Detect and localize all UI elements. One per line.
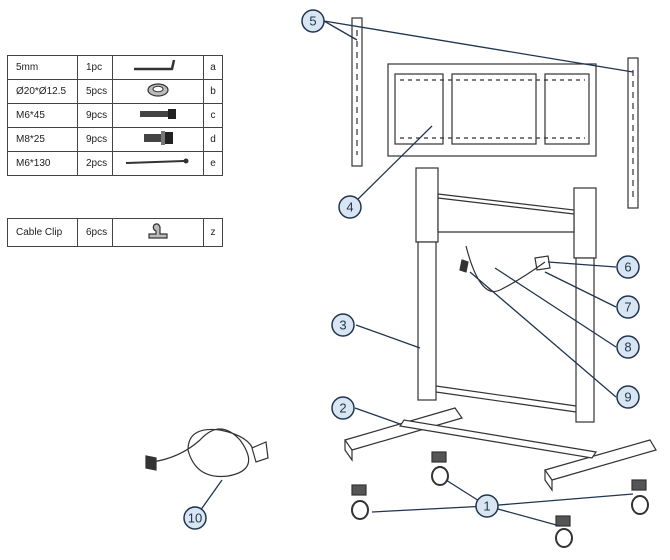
- callout-markers: 1 2 3 4 5 6 7 8 9 10: [183, 9, 640, 530]
- callout-label: 7: [624, 300, 631, 315]
- callout-label: 2: [339, 401, 346, 416]
- callout-label: 4: [346, 200, 353, 215]
- callout-label: 10: [188, 511, 202, 526]
- table-row: M6*45 9pcs c: [7, 103, 223, 128]
- callout-7: 7: [616, 295, 640, 319]
- long-screw-icon: [125, 158, 189, 164]
- part-size: M6*130: [7, 151, 78, 176]
- caster-wheels: [351, 451, 649, 548]
- callout-label: 9: [624, 390, 631, 405]
- callout-5: 5: [301, 9, 325, 33]
- callout-label: 5: [309, 14, 316, 29]
- table-row: M8*25 9pcs d: [7, 127, 223, 152]
- callout-9: 9: [616, 385, 640, 409]
- part-qty: 6pcs: [77, 218, 113, 247]
- parts-table: 5mm 1pc a Ø20*Ø12.5 5pcs b M6*45 9pcs c …: [7, 55, 223, 176]
- base-frame: [344, 407, 657, 492]
- part-code: z: [203, 218, 223, 247]
- bolt-icon: [140, 109, 176, 119]
- part-size: Cable Clip: [7, 218, 78, 247]
- part-qty: 5pcs: [77, 79, 113, 104]
- callout-label: 8: [624, 340, 631, 355]
- callout-4: 4: [338, 195, 362, 219]
- callout-10: 10: [183, 506, 207, 530]
- callout-label: 1: [483, 499, 490, 514]
- leader-lines: [194, 20, 634, 527]
- callout-6: 6: [616, 255, 640, 279]
- part-size: M6*45: [7, 103, 78, 128]
- callout-2: 2: [331, 396, 355, 420]
- column-frame: [415, 167, 597, 423]
- vesa-mount-plate: [387, 63, 597, 157]
- cable-clip-icon: [148, 223, 168, 239]
- cable-clip-table: Cable Clip 6pcs z: [7, 218, 223, 247]
- upright-bracket-right: [627, 57, 639, 209]
- washer-icon: [147, 83, 169, 97]
- part-code: d: [203, 127, 223, 152]
- callout-label: 6: [624, 260, 631, 275]
- allen-key-icon: [134, 59, 176, 71]
- part-size: Ø20*Ø12.5: [7, 79, 78, 104]
- bolt-washer-icon: [144, 131, 173, 145]
- callout-label: 3: [339, 318, 346, 333]
- table-row: Cable Clip 6pcs z: [7, 218, 223, 247]
- callout-1: 1: [475, 494, 499, 518]
- callout-8: 8: [616, 335, 640, 359]
- power-cord: [145, 428, 269, 478]
- table-row: M6*130 2pcs e: [7, 151, 223, 176]
- upright-bracket-left: [351, 17, 363, 167]
- part-code: b: [203, 79, 223, 104]
- callout-3: 3: [331, 313, 355, 337]
- part-qty: 2pcs: [77, 151, 113, 176]
- part-code: e: [203, 151, 223, 176]
- table-row: Ø20*Ø12.5 5pcs b: [7, 79, 223, 104]
